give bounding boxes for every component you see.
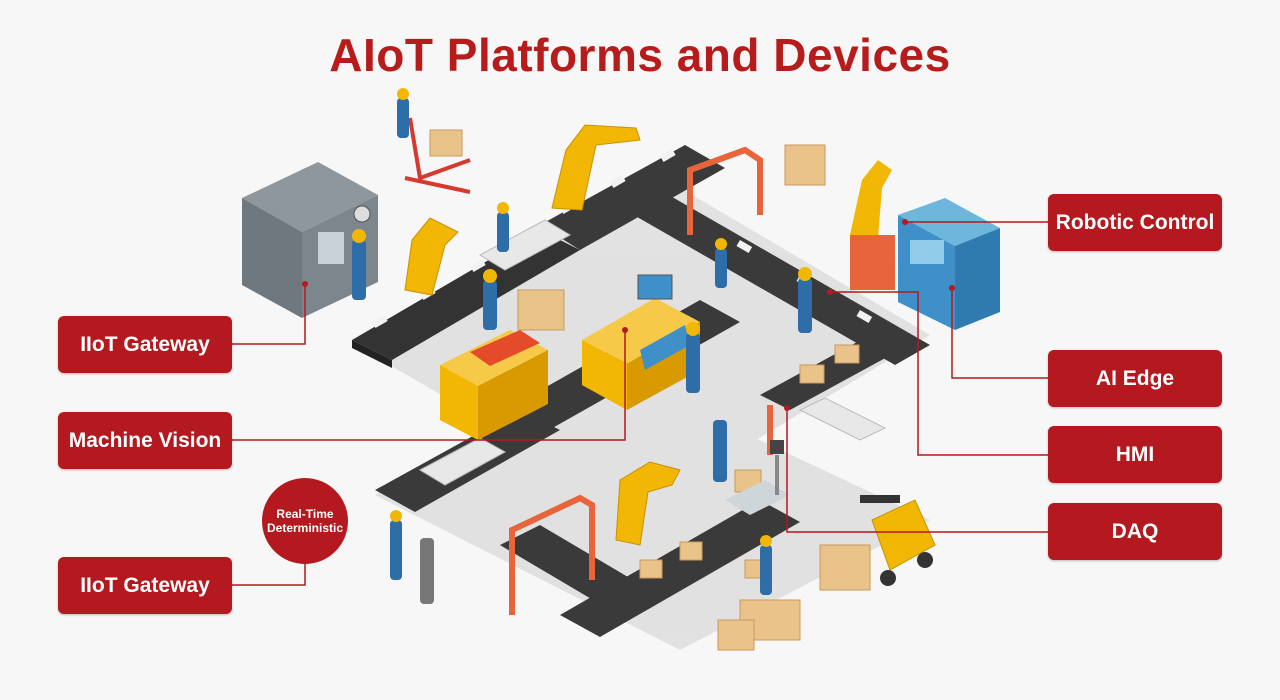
roller-section-right [798,397,887,441]
label-hmi: HMI [1048,426,1222,483]
label-iiot-gateway-top: IIoT Gateway [58,316,232,373]
forklift [860,495,936,586]
conveyor-right [625,190,930,365]
line-hmi [830,291,1048,456]
line-daq [786,408,1048,533]
line-ai-edge [951,288,1048,379]
label-ai-edge: AI Edge [1048,350,1222,407]
label-daq: DAQ [1048,503,1222,560]
daq-scale [725,440,790,515]
realtime-deterministic-badge: Real-Time Deterministic [262,478,348,564]
robot-arms [404,124,681,546]
line-iiot-gateway-top [232,284,306,345]
line-machine-vision [232,330,626,441]
conveyor-system [352,145,930,637]
blue-cabinet [898,198,1000,330]
robot-arm-left [404,217,459,296]
conveyor-left-top [352,230,580,360]
label-iiot-gateway-bottom: IIoT Gateway [58,557,232,614]
connector-lines [232,221,1048,586]
robot-arm-right [850,160,895,290]
label-machine-vision: Machine Vision [58,412,232,469]
hand-trolley [404,117,471,194]
boxes [429,129,871,651]
label-robotic-control: Robotic Control [1048,194,1222,251]
workers [352,88,812,604]
conveyor-lower-right [560,500,800,637]
yellow-machines [440,274,700,440]
page-title: AIoT Platforms and Devices [329,29,951,81]
badge-line-2: Deterministic [266,521,344,535]
conveyor-right-lower [760,335,900,410]
monitor [637,274,673,300]
conveyor-top [540,145,725,250]
badge-line-1: Real-Time [276,507,334,521]
robot-arm-top [551,124,641,211]
roller-section-top [478,219,572,271]
grey-cabinet [242,162,378,318]
robot-arm-bottom [615,461,681,546]
roller-section-left [418,437,507,486]
